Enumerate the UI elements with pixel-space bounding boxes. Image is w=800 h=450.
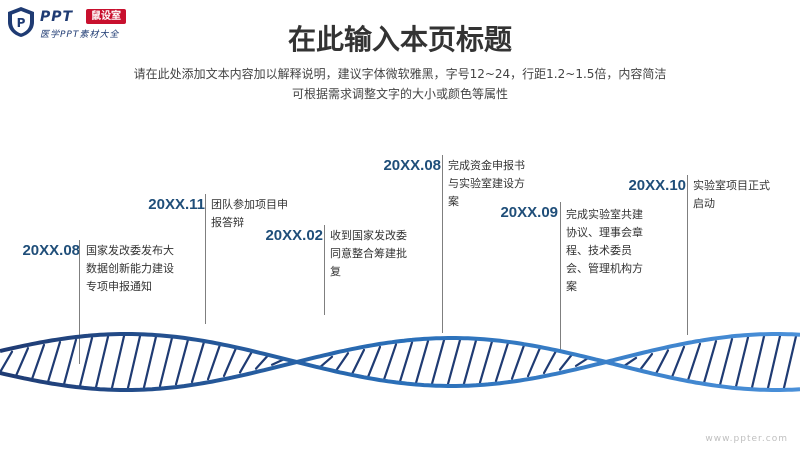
helix-rung bbox=[574, 357, 590, 367]
helix-rung bbox=[190, 340, 206, 384]
helix-rung bbox=[478, 340, 494, 384]
helix-rung bbox=[526, 346, 542, 378]
helix-rung bbox=[366, 345, 382, 379]
helix-rung bbox=[702, 340, 718, 384]
subtitle-line-1: 请在此处添加文本内容加以解释说明，建议字体微软雅黑，字号12~24，行距1.2~… bbox=[133, 67, 667, 81]
helix-rung bbox=[334, 352, 350, 372]
helix-rung bbox=[158, 336, 174, 388]
svg-text:P: P bbox=[17, 16, 26, 30]
dna-helix-graphic bbox=[0, 332, 800, 392]
milestone-text: 完成资金申报书与实验室建设方案 bbox=[448, 159, 525, 208]
helix-rung bbox=[174, 338, 190, 386]
helix-rung bbox=[686, 342, 702, 382]
helix-rung bbox=[462, 339, 478, 385]
helix-rung bbox=[670, 345, 686, 379]
helix-rung bbox=[766, 334, 782, 390]
milestone-connector bbox=[560, 202, 561, 352]
milestone-text: 完成实验室共建协议、理事会章程、技术委员会、管理机构方案 bbox=[566, 208, 643, 293]
milestone-text: 团队参加项目申报答辩 bbox=[211, 198, 288, 229]
milestone-year: 20XX.02 bbox=[265, 227, 323, 244]
helix-rung bbox=[142, 335, 158, 389]
helix-rung bbox=[14, 347, 30, 377]
milestone-year: 20XX.08 bbox=[383, 157, 441, 174]
logo-brand-text: PPT bbox=[40, 9, 74, 25]
helix-rung bbox=[654, 349, 670, 375]
milestone-year: 20XX.08 bbox=[22, 242, 80, 259]
logo-tagline: 医学PPT素材大全 bbox=[40, 30, 120, 40]
helix-rung bbox=[94, 335, 110, 389]
milestone-connector bbox=[205, 194, 206, 324]
milestone-connector bbox=[687, 175, 688, 335]
helix-rung bbox=[494, 341, 510, 383]
helix-rung bbox=[222, 346, 238, 378]
milestone-connector bbox=[324, 225, 325, 315]
milestone-year: 20XX.10 bbox=[628, 177, 686, 194]
milestone-year: 20XX.11 bbox=[148, 196, 205, 213]
helix-rung bbox=[350, 348, 366, 376]
page-title: 在此输入本页标题 bbox=[287, 23, 512, 56]
helix-rung bbox=[238, 350, 254, 374]
helix-rung bbox=[62, 338, 78, 386]
helix-rung bbox=[206, 343, 222, 381]
helix-rung bbox=[78, 336, 94, 388]
shield-logo-icon: P bbox=[8, 7, 34, 37]
watermark: www.ppter.com bbox=[705, 434, 788, 444]
helix-strand bbox=[0, 332, 800, 388]
helix-rung bbox=[318, 355, 334, 369]
helix-rung bbox=[398, 341, 414, 383]
logo-badge: 鼠设室 bbox=[86, 9, 126, 24]
milestone-text: 国家发改委发布大数据创新能力建设专项申报通知 bbox=[86, 244, 174, 293]
subtitle-line-2: 可根据需求调整文字的大小或颜色等属性 bbox=[291, 87, 508, 101]
helix-rung bbox=[414, 339, 430, 385]
milestone-connector bbox=[79, 240, 80, 364]
helix-rung bbox=[254, 354, 270, 370]
brand-logo: P PPT 鼠设室 医学PPT素材大全 bbox=[6, 6, 146, 40]
milestone-year: 20XX.09 bbox=[500, 204, 558, 221]
helix-rung bbox=[110, 334, 126, 390]
helix-rung bbox=[734, 336, 750, 388]
helix-rung bbox=[46, 340, 62, 384]
helix-rung bbox=[750, 335, 766, 389]
helix-rung bbox=[30, 343, 46, 381]
helix-rung bbox=[622, 356, 638, 368]
helix-strand bbox=[0, 336, 800, 392]
milestone-text: 实验室项目正式启动 bbox=[693, 179, 770, 210]
helix-rung bbox=[446, 338, 462, 386]
helix-rung bbox=[430, 339, 446, 385]
helix-rung bbox=[510, 344, 526, 380]
helix-rung bbox=[782, 335, 798, 389]
helix-rung bbox=[542, 349, 558, 375]
helix-rung bbox=[558, 353, 574, 371]
helix-rung bbox=[718, 337, 734, 387]
helix-rung bbox=[0, 350, 14, 374]
helix-rung bbox=[382, 343, 398, 381]
page-subtitle: 请在此处添加文本内容加以解释说明，建议字体微软雅黑，字号12~24，行距1.2~… bbox=[100, 64, 700, 104]
milestone-connector bbox=[442, 155, 443, 333]
helix-rung bbox=[638, 352, 654, 372]
milestone-text: 收到国家发改委同意整合筹建批复 bbox=[330, 229, 407, 278]
helix-rung bbox=[126, 334, 142, 390]
